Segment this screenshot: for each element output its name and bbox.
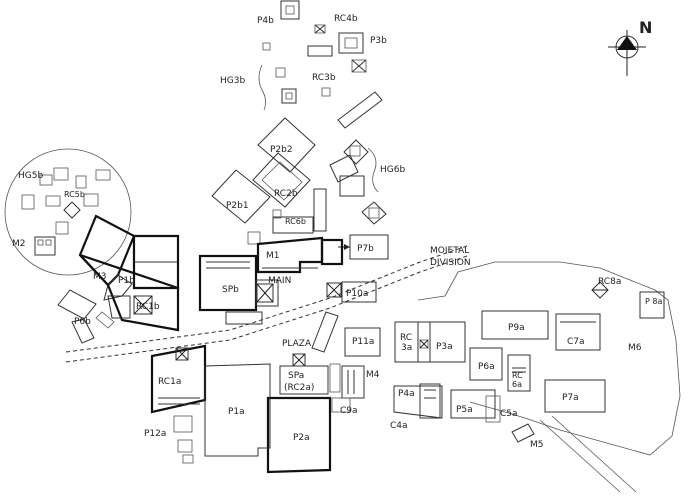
label-spb: SPb [222,285,239,295]
label-p9a: P9a [508,323,525,333]
label-m3: M3 [93,272,107,282]
label-m5: M5 [530,440,544,450]
label-rc3b: RC3b [312,73,336,83]
rc8a-p8a-buildings [591,281,665,319]
label-p1b: P1b [118,276,135,286]
label-hg6b: HG6b [380,165,405,175]
east-area-outline [417,261,681,456]
label-rc2b: RC2b [274,189,298,199]
label-p6b: P6b [74,317,91,327]
label-rc3a-2: 3a [401,343,412,353]
label-rc6a-1: RC [512,371,523,380]
label-p7a: P7a [562,393,579,403]
label-plaza: PLAZA [282,339,312,349]
label-c7a: C7a [567,337,585,347]
label-rc1a: RC1a [158,377,181,387]
label-m2: M2 [12,239,26,249]
m3-p1b-rc1b-complex [78,214,180,332]
road-lines [539,415,637,493]
p11a-building [311,311,381,357]
label-p12a: P12a [144,429,166,439]
north-arrow-icon: N [608,18,652,76]
label-p10a: P10a [346,289,368,299]
moietal-division-line [65,244,471,363]
label-m6: M6 [628,343,642,353]
label-rc8a: RC8a [598,277,621,287]
label-main: MAIN [268,276,291,286]
label-p5a: P5a [456,405,473,415]
p7b-building [338,234,389,260]
label-c4a: C4a [390,421,408,431]
label-p3b: P3b [370,36,387,46]
label-p4a: P4a [398,389,415,399]
label-p7b: P7b [357,244,374,254]
label-rc6a-2: 6a [512,380,522,389]
label-m4: M4 [366,370,380,380]
north-building-cluster [258,0,383,129]
label-p6a: P6a [478,362,495,372]
north-label: N [639,18,652,37]
label-p2b1: P2b1 [226,201,249,211]
label-rc3a-1: RC [400,333,412,343]
label-m1: M1 [266,251,280,261]
hg6b-buildings [329,139,387,225]
label-spa: SPa [288,371,304,381]
hg5b-circle-group [4,148,132,276]
label-division: DIVISION [430,258,471,268]
spa-p2a-complex [266,353,365,474]
label-moietal: MOIETAL [430,246,469,256]
label-p3a: P3a [436,342,453,352]
p4a-p5a-buildings [393,383,535,443]
label-rc5b: RC5b [64,190,85,199]
label-p4b: P4b [257,16,274,26]
label-p1a: P1a [228,407,245,417]
label-p11a: P11a [352,337,374,347]
label-p2b2: P2b2 [270,145,293,155]
p10a-building [326,281,377,303]
label-p2a: P2a [293,433,310,443]
spb-m1-main-complex [198,236,344,325]
label-rc1b: RC1b [136,302,160,312]
label-c5a: C5a [500,409,518,419]
label-rc4b: RC4b [334,14,358,24]
label-c9a: C9a [340,406,358,416]
label-hg5b: HG5b [18,171,43,181]
rc1a-p1a-complex [150,344,271,464]
label-rc2a: (RC2a) [284,383,314,393]
label-p8a: P 8a [645,297,662,306]
p2b-rc2b-buildings [211,117,327,245]
label-hg3b: HG3b [220,76,245,86]
rc3a-p3a-buildings [394,321,606,413]
p6b-building [57,289,115,344]
label-rc6b: RC6b [285,217,306,226]
p9a-c7a-buildings [481,310,601,351]
